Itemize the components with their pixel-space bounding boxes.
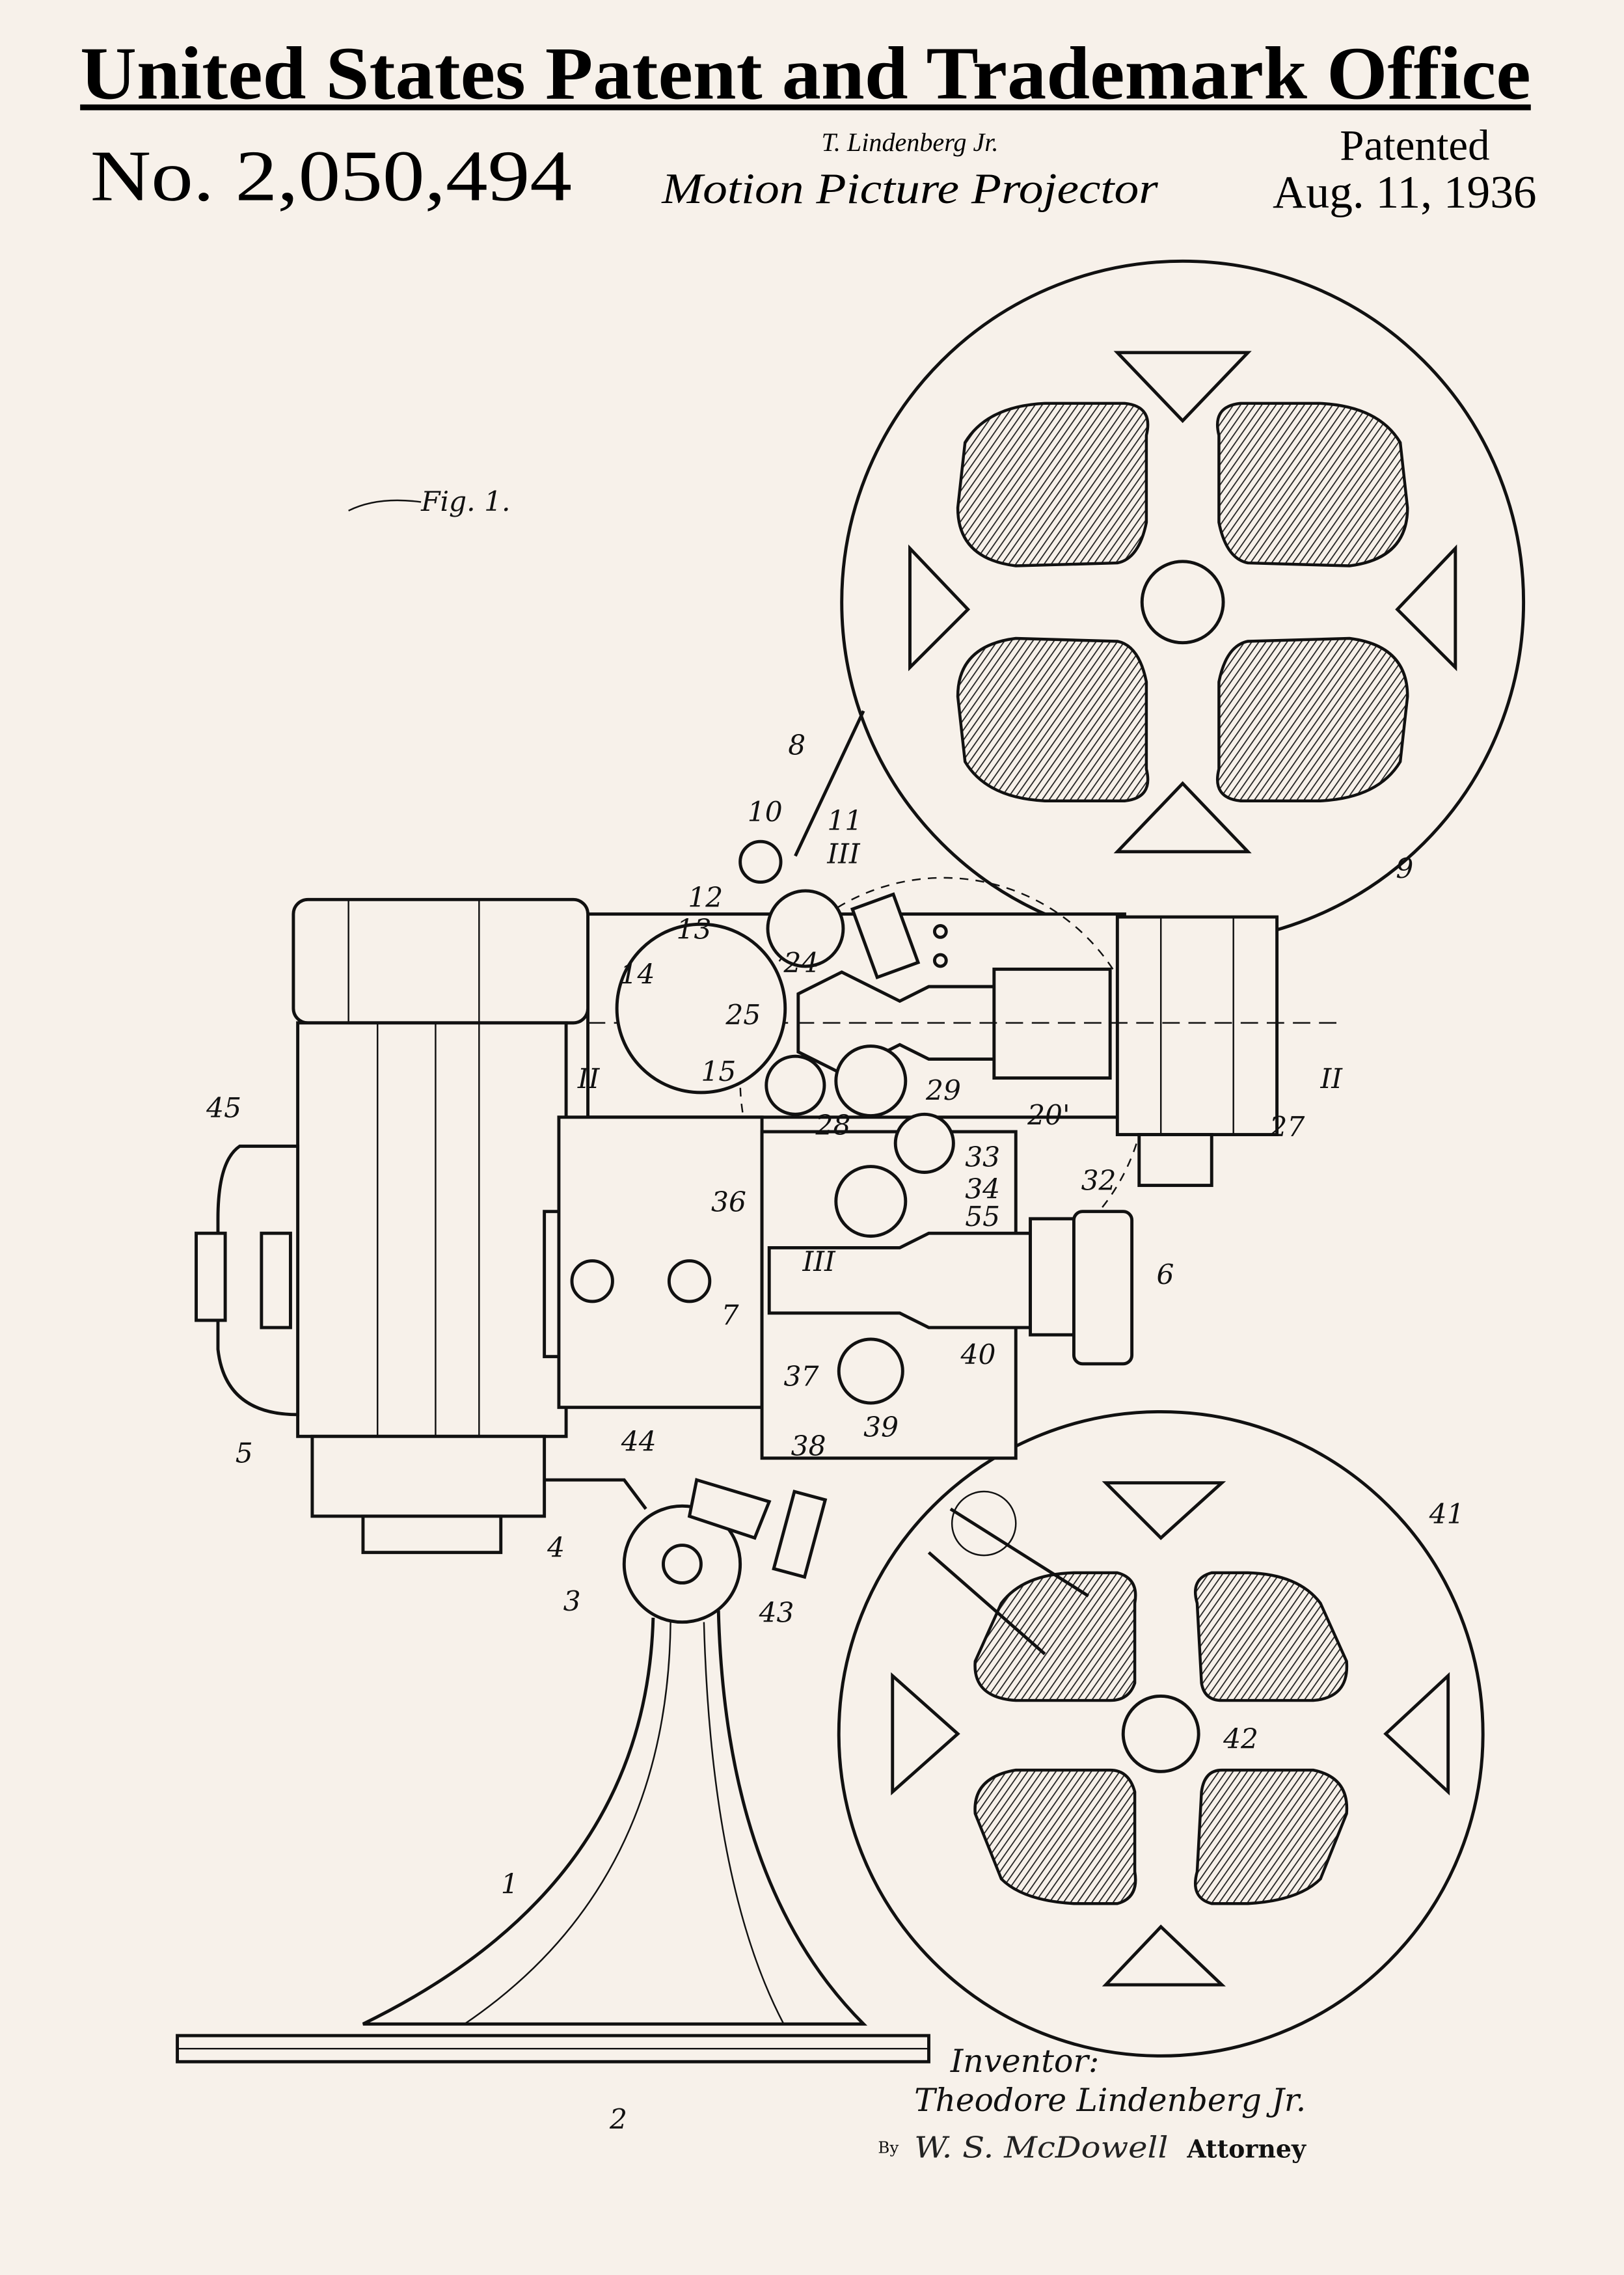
svg-text:Fig. 1.: Fig. 1.	[420, 485, 510, 517]
attorney-label: Attorney	[1186, 2134, 1306, 2163]
attorney-signature: W. S. McDowell	[914, 2131, 1168, 2164]
reference-numeral: 36	[711, 1186, 746, 1218]
reference-numeral: 41	[1429, 1498, 1465, 1530]
reference-numeral: 6	[1157, 1259, 1174, 1290]
reference-numeral: 33	[965, 1141, 1000, 1173]
reference-numeral: 1	[501, 1868, 519, 1900]
patent-date: Aug. 11, 1936	[1273, 167, 1537, 218]
reference-numeral: 34	[965, 1173, 1000, 1205]
reference-numeral: II	[1320, 1063, 1343, 1095]
reference-numeral: 2	[609, 2103, 627, 2135]
figure-label: Fig. 1.	[348, 485, 511, 517]
reference-numeral: 24	[783, 947, 819, 979]
reference-numeral: 3	[563, 1585, 581, 1617]
inventor-short: T. Lindenberg Jr.	[822, 128, 999, 157]
reference-numeral: 15	[701, 1056, 736, 1087]
reference-numeral: 32	[1081, 1164, 1116, 1196]
reference-numeral: 13	[677, 914, 712, 946]
reference-numeral: 45	[206, 1092, 241, 1124]
lower-reel	[837, 1410, 1485, 2058]
reference-numeral: 20'	[1027, 1099, 1070, 1131]
reference-numeral: 10	[748, 796, 783, 828]
reference-numeral: 42	[1223, 1723, 1258, 1755]
reference-numeral: 37	[784, 1360, 819, 1392]
upper-reel	[840, 259, 1526, 945]
reference-numeral: 40	[960, 1339, 996, 1370]
reference-numeral: II	[577, 1063, 601, 1095]
reference-numeral: 27	[1269, 1111, 1305, 1143]
reference-numeral: 39	[863, 1411, 899, 1443]
reference-numeral: 7	[722, 1300, 739, 1331]
reference-numeral: 11	[827, 804, 862, 836]
reference-numeral: 29	[925, 1074, 961, 1106]
reference-numeral: 28	[815, 1110, 851, 1141]
inventor-label: Inventor:	[950, 2042, 1100, 2080]
pedestal	[176, 1478, 930, 2064]
header-rule	[80, 104, 1531, 111]
reference-numeral: 55	[965, 1201, 1000, 1233]
lamp-housing	[195, 897, 589, 1555]
patented-label: Patented	[1340, 121, 1489, 169]
reference-numeral: III	[826, 838, 860, 870]
reference-numeral: 14	[620, 959, 655, 990]
reference-numeral: 12	[688, 881, 723, 913]
office-title: United States Patent and Trademark Offic…	[80, 33, 1531, 116]
reference-numerals: 8 10 11 III 12 13 24 14 25 15 II II 29 2…	[206, 729, 1464, 2134]
header: United States Patent and Trademark Offic…	[80, 33, 1537, 218]
reference-numeral: 25	[725, 999, 761, 1031]
inventor-name: Theodore Lindenberg Jr.	[914, 2081, 1306, 2119]
reference-numeral: III	[802, 1246, 836, 1277]
reference-numeral: 4	[547, 1531, 565, 1563]
projector-drawing	[176, 259, 1526, 2064]
invention-title: Motion Picture Projector	[661, 165, 1159, 213]
reference-numeral: 8	[788, 729, 805, 761]
reference-numeral: 38	[791, 1430, 826, 1462]
by-label: By	[878, 2138, 899, 2157]
reference-numeral: 5	[236, 1437, 253, 1469]
reference-numeral: 43	[759, 1597, 794, 1629]
patent-number: No. 2,050,494	[90, 137, 572, 217]
reference-numeral: 44	[621, 1426, 656, 1458]
reference-numeral: 9	[1396, 852, 1413, 884]
signature-block: Inventor: Theodore Lindenberg Jr. By W. …	[878, 2042, 1306, 2165]
